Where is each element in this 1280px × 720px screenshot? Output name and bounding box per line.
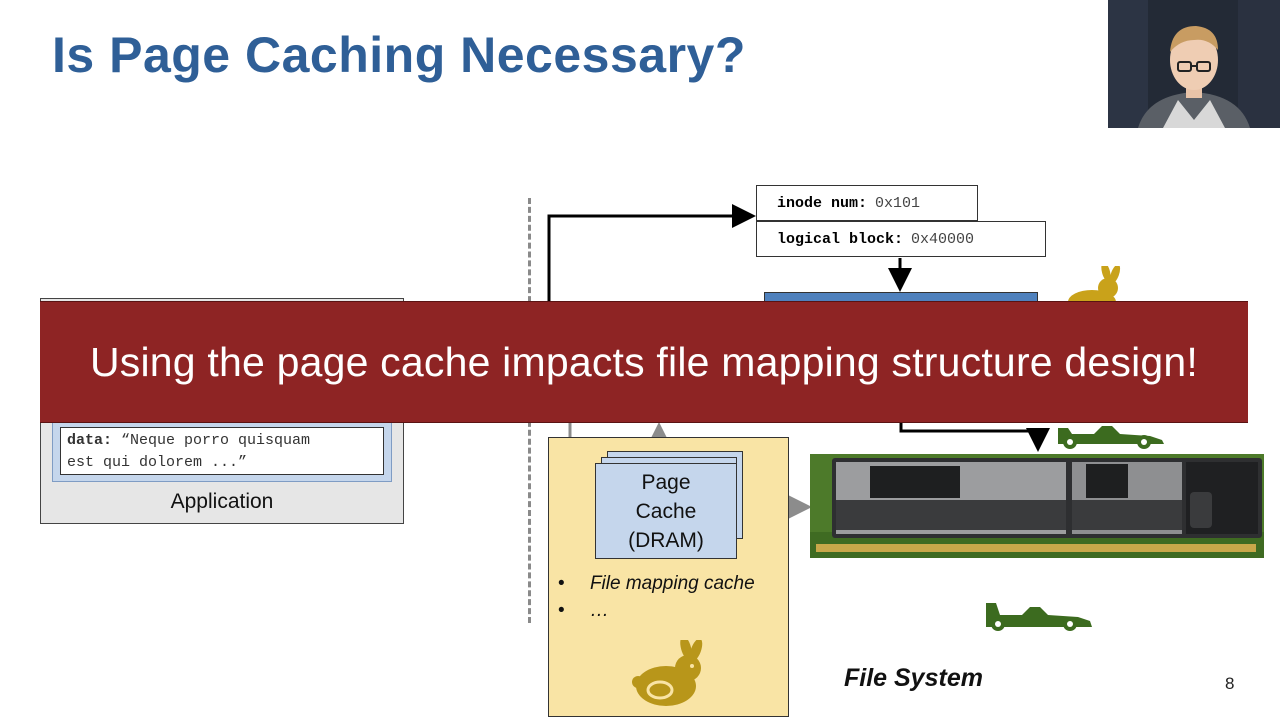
data-text-line2: est qui dolorem ...”	[67, 454, 248, 471]
cache-list-item-1-text: File mapping cache	[589, 573, 755, 594]
inode-value: 0x101	[875, 194, 921, 212]
takeaway-banner: Using the page cache impacts file mappin…	[40, 301, 1248, 423]
bullet: •	[558, 600, 565, 621]
data-text-line1: “Neque porro quisquam	[121, 432, 311, 449]
memory-module-image	[810, 454, 1264, 558]
application-data-field: data: “Neque porro quisquam est qui dolo…	[60, 427, 384, 475]
presenter-webcam	[1108, 0, 1280, 128]
race-car-icon	[986, 603, 1092, 631]
page-cache-line1: Page	[641, 470, 691, 494]
slide-number: 8	[1225, 674, 1235, 693]
rabbit-icon	[632, 640, 703, 706]
cache-list-item-1: • File mapping cache	[558, 573, 755, 595]
page-cache-line2: Cache	[635, 499, 697, 523]
bullet: •	[558, 573, 565, 594]
logical-block-field: logical block: 0x40000	[756, 221, 1046, 257]
data-label: data:	[67, 432, 113, 449]
page-cache-box: Page Cache (DRAM)	[595, 463, 737, 559]
race-car-icon	[1058, 426, 1164, 449]
page-cache-line3: (DRAM)	[628, 528, 704, 552]
logical-block-label: logical block:	[777, 230, 904, 248]
file-system-label: File System	[844, 664, 983, 692]
slide-title: Is Page Caching Necessary?	[52, 27, 746, 83]
rabbit-icon	[1068, 266, 1121, 306]
inode-field: inode num: 0x101	[756, 185, 978, 221]
application-label: Application	[170, 490, 274, 513]
inode-label: inode num:	[777, 194, 868, 212]
logical-block-value: 0x40000	[911, 230, 975, 248]
takeaway-banner-text: Using the page cache impacts file mappin…	[89, 338, 1198, 385]
cache-list-item-2-text: …	[589, 600, 609, 621]
cache-list-item-2: • …	[558, 600, 609, 622]
